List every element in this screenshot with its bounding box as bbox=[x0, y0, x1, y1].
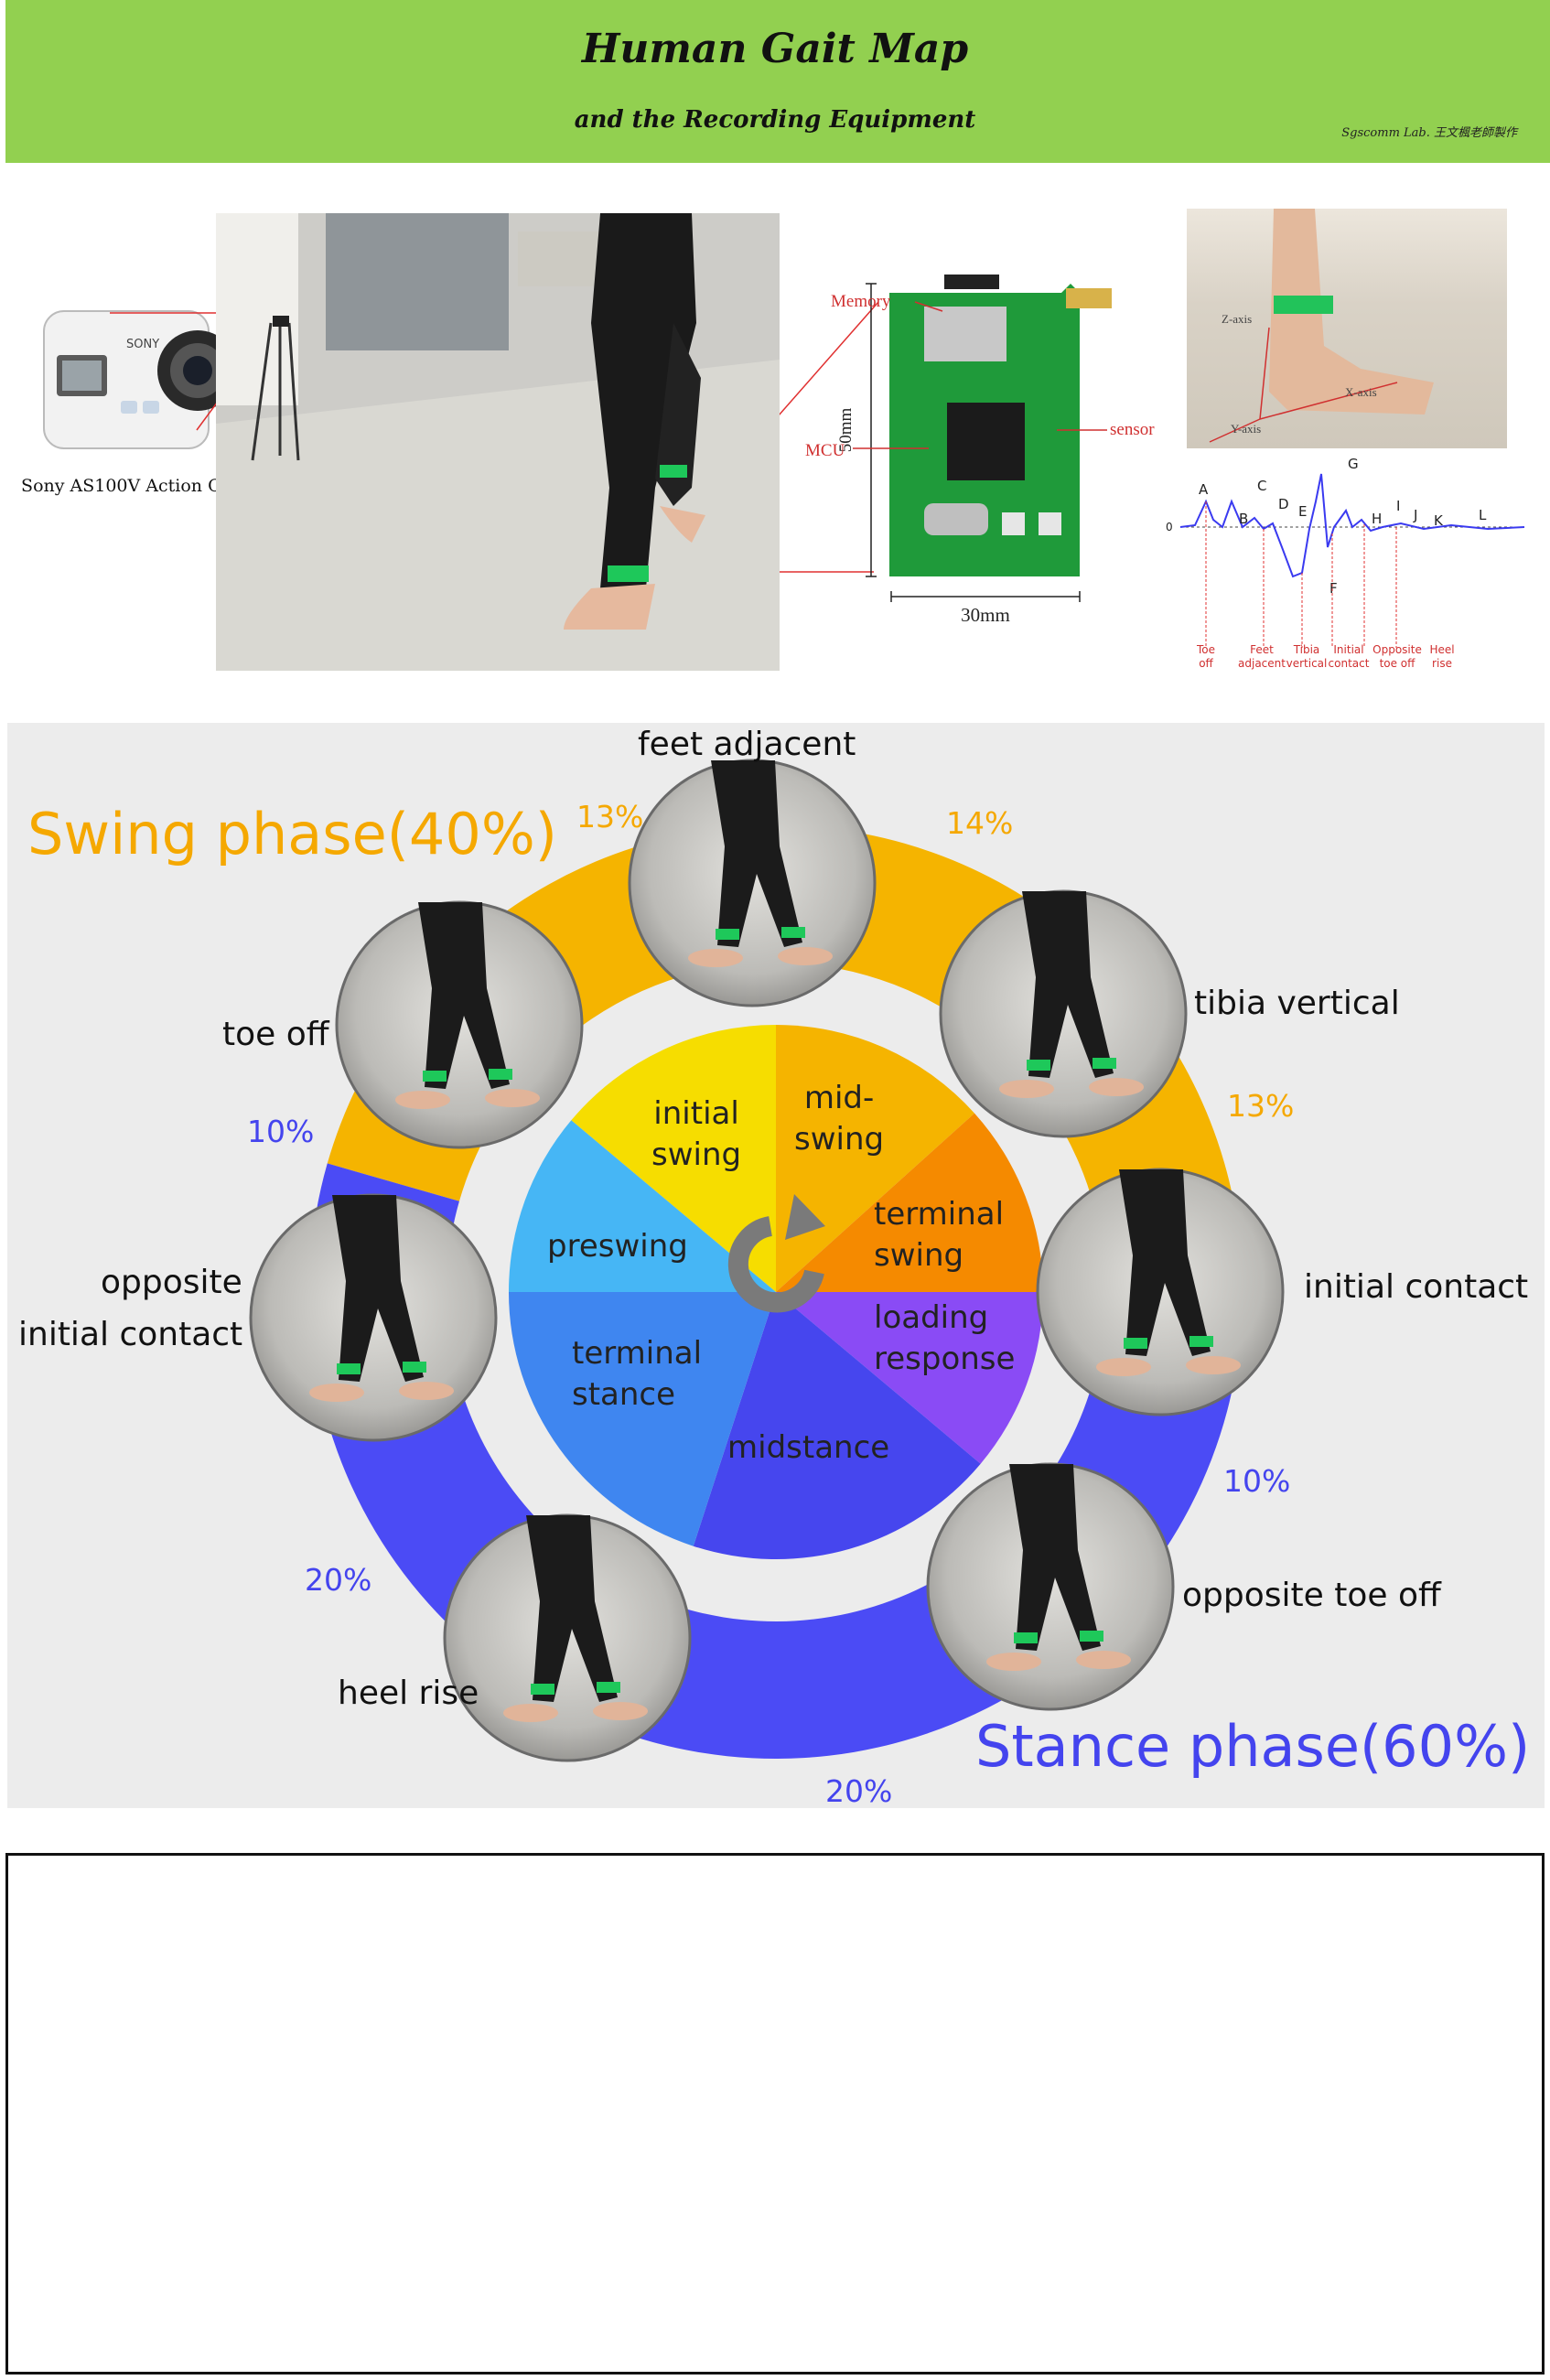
phase-midstance: midstance bbox=[727, 1429, 890, 1466]
signal-zero-label: 0 bbox=[1166, 521, 1173, 533]
phase-terminal-swing-line2: swing bbox=[874, 1236, 964, 1274]
event-initial-contact-2: contact bbox=[1329, 657, 1370, 670]
event-toe-off: toe off bbox=[222, 1016, 329, 1053]
event-tibia-vertical: tibia vertical bbox=[1194, 985, 1400, 1022]
signal-point-d: D bbox=[1278, 496, 1289, 512]
page-subtitle: and the Recording Equipment bbox=[574, 106, 976, 134]
event-heel-rise: heel rise bbox=[338, 1675, 479, 1712]
lab-credit: Sgscomm Lab. 王文楓老師製作 bbox=[1341, 126, 1517, 140]
camera-caption: Sony AS100V Action Cam bbox=[21, 476, 248, 496]
board-width-label: 30mm bbox=[961, 604, 1010, 626]
x-axis-label: X-axis bbox=[1345, 385, 1377, 399]
event-opposite-toe-off: opposite toe off bbox=[1182, 1577, 1441, 1614]
signal-point-k: K bbox=[1434, 512, 1444, 529]
ankle-sensor-photo: Z-axis X-axis Y-axis bbox=[1187, 209, 1507, 448]
event-opposite-initial-contact-line2: initial contact bbox=[18, 1316, 243, 1353]
wedge-preswing bbox=[509, 1120, 776, 1292]
sensor-label: sensor bbox=[1110, 420, 1155, 439]
phase-initial-swing: initial swing bbox=[651, 1093, 741, 1176]
event-opposite-toe-off-1: Opposite bbox=[1372, 643, 1422, 656]
rotation-arrow-icon bbox=[727, 1194, 825, 1313]
action-camera-image: SONY bbox=[43, 310, 238, 449]
phase-mid-swing: mid- swing bbox=[794, 1078, 884, 1160]
phase-mid-swing-line2: swing bbox=[794, 1120, 885, 1158]
pct-loading-response: 10% bbox=[1223, 1463, 1291, 1499]
phase-terminal-swing-line1: terminal bbox=[874, 1196, 1005, 1233]
photo-tibia-vertical bbox=[939, 889, 1188, 1138]
pct-initial-swing: 13% bbox=[576, 799, 644, 835]
wedge-loading-response bbox=[776, 1292, 1043, 1464]
swing-phase-title: Swing phase(40%) bbox=[27, 801, 557, 867]
phase-terminal-swing: terminal swing bbox=[874, 1194, 1004, 1276]
photo-initial-contact bbox=[1036, 1168, 1285, 1416]
wedge-initial-swing bbox=[571, 1025, 776, 1292]
signal-point-i: I bbox=[1396, 498, 1400, 514]
event-heel-rise-2: rise bbox=[1432, 657, 1452, 670]
phase-initial-swing-line2: swing bbox=[651, 1136, 742, 1173]
phase-loading-response: loading response bbox=[874, 1298, 1015, 1380]
signal-point-e: E bbox=[1298, 503, 1307, 520]
wedge-mid-swing bbox=[776, 1025, 974, 1292]
header-banner bbox=[5, 0, 1550, 163]
page-title: Human Gait Map bbox=[581, 26, 969, 72]
empty-frame bbox=[5, 1853, 1545, 2375]
event-opposite-initial-contact-line1: opposite bbox=[101, 1264, 242, 1301]
wedge-terminal-swing bbox=[776, 1113, 1043, 1292]
board-height-label: 50mm bbox=[836, 408, 856, 453]
signal-point-j: J bbox=[1413, 507, 1417, 523]
event-tibia-vertical-1: Tibia bbox=[1293, 643, 1320, 656]
wedge-terminal-stance bbox=[509, 1292, 776, 1546]
walking-photo bbox=[216, 213, 780, 671]
mcu-label: MCU bbox=[805, 441, 845, 460]
z-axis-label: Z-axis bbox=[1222, 312, 1252, 326]
event-feet-adjacent-1: Feet bbox=[1250, 643, 1274, 656]
gait-signal-plot: 0 A B C D E F G H I J K L Toe off Feet a… bbox=[1166, 456, 1526, 670]
event-initial-contact-1: Initial bbox=[1333, 643, 1363, 656]
phase-loading-response-line1: loading bbox=[874, 1299, 989, 1336]
photo-toe-off bbox=[335, 900, 584, 1149]
event-initial-contact: initial contact bbox=[1304, 1268, 1529, 1306]
gait-cycle-diagram bbox=[249, 759, 1285, 1762]
photo-feet-adjacent bbox=[628, 759, 877, 1007]
signal-point-c: C bbox=[1257, 478, 1266, 494]
event-tibia-vertical-2: vertical bbox=[1286, 657, 1328, 670]
y-axis-label: Y-axis bbox=[1231, 422, 1261, 436]
event-feet-adjacent: feet adjacent bbox=[638, 726, 856, 763]
event-toe-off-1: Toe bbox=[1196, 643, 1215, 656]
phase-terminal-stance: terminal stance bbox=[572, 1333, 702, 1416]
event-toe-off-2: off bbox=[1199, 657, 1213, 670]
signal-point-b: B bbox=[1239, 511, 1248, 527]
camera-brand: SONY bbox=[126, 338, 159, 351]
event-heel-rise-1: Heel bbox=[1429, 643, 1454, 656]
pct-terminal-swing: 13% bbox=[1227, 1088, 1295, 1124]
stance-phase-title: Stance phase(60%) bbox=[975, 1713, 1531, 1780]
phase-loading-response-line2: response bbox=[874, 1340, 1016, 1377]
phase-preswing: preswing bbox=[547, 1228, 688, 1265]
pct-preswing: 10% bbox=[247, 1114, 315, 1149]
phase-initial-swing-line1: initial bbox=[653, 1095, 739, 1132]
signal-point-g: G bbox=[1348, 456, 1359, 472]
event-opposite-toe-off-2: toe off bbox=[1380, 657, 1416, 670]
sensor-board-diagram: 50mm 30mm Memory MCU sensor bbox=[805, 275, 1155, 626]
phase-terminal-stance-line1: terminal bbox=[572, 1335, 703, 1372]
pct-midstance: 20% bbox=[825, 1773, 893, 1809]
phase-mid-swing-line1: mid- bbox=[803, 1080, 875, 1116]
pct-mid-swing: 14% bbox=[946, 805, 1014, 841]
memory-label: Memory bbox=[831, 292, 891, 311]
photo-opposite-toe-off bbox=[926, 1462, 1175, 1711]
event-feet-adjacent-2: adjacent bbox=[1238, 657, 1286, 670]
signal-point-f: F bbox=[1329, 580, 1338, 597]
phase-terminal-stance-line2: stance bbox=[572, 1375, 676, 1413]
photo-heel-rise bbox=[443, 1513, 692, 1762]
signal-point-l: L bbox=[1479, 507, 1487, 523]
wedge-midstance bbox=[693, 1292, 981, 1559]
photo-opposite-initial-contact bbox=[249, 1193, 498, 1442]
pct-terminal-stance: 20% bbox=[305, 1562, 372, 1598]
signal-point-h: H bbox=[1372, 511, 1382, 527]
signal-point-a: A bbox=[1199, 481, 1209, 498]
